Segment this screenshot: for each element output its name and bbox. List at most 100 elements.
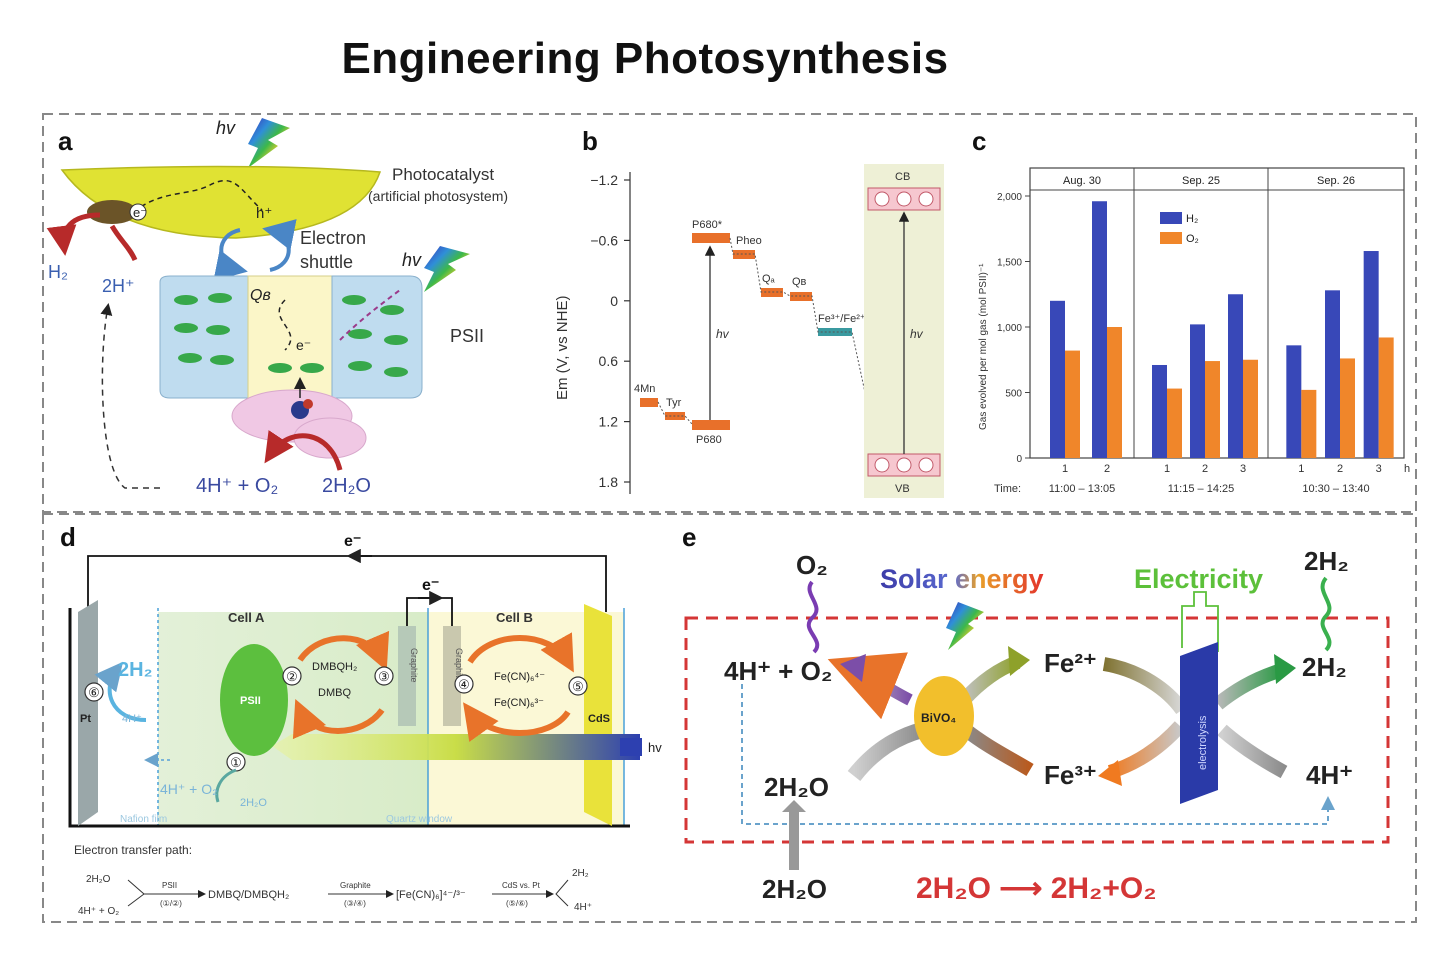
psii-center-domain (247, 275, 333, 399)
h2-label: H₂ (48, 262, 68, 282)
p680-label: P680 (696, 434, 722, 446)
path-branch-right (555, 879, 569, 907)
electron-circle (129, 203, 147, 221)
top-panels-frame (42, 113, 1417, 513)
psii-left-domain (159, 275, 251, 399)
gas-tick-label: 1,000 (997, 323, 1022, 334)
gas-axis-label: Gas evolved per mol gas (mol PSII)⁻¹ (978, 263, 989, 430)
pheo-level (733, 250, 755, 259)
pt-label: Pt (80, 713, 91, 725)
h2-d-label: 2H₂ (118, 659, 152, 681)
hour-unit: h (1404, 463, 1410, 475)
step-circle (568, 676, 588, 696)
dmbqh2-label: DMBQH₂ (312, 661, 357, 673)
graphite-label-a: Graphite (409, 648, 419, 683)
o2-bar (1378, 337, 1394, 458)
panel-a: a hv e⁻ h⁺ Photocatalyst (artificial pho… (46, 118, 508, 497)
energy-tick-label: 1.8 (599, 474, 619, 490)
hour-tick-label: 2 (1202, 463, 1208, 475)
h2-production-arrowhead (1274, 654, 1296, 684)
cell-a-label: Cell A (228, 610, 265, 625)
shuttle-arrow-right (262, 219, 297, 272)
p680-excited-label: P680* (692, 219, 723, 231)
psii-electron-label: e⁻ (296, 337, 311, 353)
h2-bar (1325, 290, 1340, 458)
hv-d-label: hv (648, 740, 662, 755)
electron-transfer-trace (729, 237, 881, 463)
hour-tick-label: 1 (1062, 463, 1068, 475)
gas-tick-label: 500 (1005, 389, 1022, 400)
water-in-label: 2H₂O (764, 772, 829, 802)
cell-container (68, 608, 630, 828)
bottom-panels-frame (42, 513, 1417, 923)
external-circuit (87, 555, 607, 612)
hv-b1: hv (716, 327, 730, 341)
panel-d: d e⁻ e⁻ Pt CdS Graphite Graphite hv Cell… (60, 522, 662, 917)
dmbq-cycle-bottom (292, 698, 385, 740)
graphite-electrode-a (398, 626, 416, 726)
h-plus-right-label: 4H⁺ (1306, 760, 1353, 790)
hour-tick-label: 1 (1164, 463, 1170, 475)
mn-label: 4Mn (634, 383, 655, 395)
circuit-electron-label: e⁻ (344, 533, 361, 550)
mn-level (640, 398, 658, 407)
h2-bar (1050, 300, 1065, 458)
path-cds: CdS vs. Pt (502, 881, 541, 890)
hv-b2: hv (910, 327, 924, 341)
photocatalyst-sub: (artificial photosystem) (368, 188, 508, 204)
p680-level (692, 420, 730, 430)
bivo4-photoanode (914, 676, 974, 756)
h2-bar (1190, 324, 1205, 458)
path-step-2: (③/④) (344, 899, 366, 908)
panel-b-letter: b (582, 126, 598, 156)
step-number: ② (286, 669, 298, 684)
facet-date-label: Aug. 30 (1063, 175, 1101, 187)
electron-path (133, 179, 263, 213)
fe-cn-4-label: Fe(CN)₆⁴⁻ (494, 671, 545, 683)
step-number: ③ (378, 669, 390, 684)
chlorophyll-dots (174, 293, 408, 377)
cds-label: CdS (588, 713, 610, 725)
water-oxidation-arrow (264, 430, 343, 471)
electrolysis-electrode (1180, 642, 1218, 804)
photocatalyst-label: Photocatalyst (392, 165, 494, 184)
path-fe: [Fe(CN)₆]⁴⁻/³⁻ (396, 889, 466, 901)
cell-b-label: Cell B (496, 610, 533, 625)
fe-label: Fe³⁺/Fe²⁺ (818, 313, 866, 325)
panel-c-letter: c (972, 126, 986, 156)
hv2-label: hv (402, 250, 422, 270)
shuttle-arrow-left (213, 228, 248, 281)
panel-e: e O₂ Solar energy Electricity 2H₂ BiVO₄ … (682, 522, 1390, 905)
fe2-label: Fe²⁺ (1044, 648, 1097, 678)
gas-tick-label: 0 (1016, 454, 1022, 465)
h2-evolution-arrow (46, 212, 101, 256)
bivo4-label: BiVO₄ (921, 711, 956, 725)
oxygen-products-label: 4H⁺ + O₂ (196, 475, 278, 497)
shuttle-label-2: shuttle (300, 252, 353, 272)
o2-release-wave (806, 580, 820, 654)
psii-label: PSII (450, 326, 484, 346)
shuttle-label-1: Electron (300, 228, 366, 248)
step-number: ① (230, 755, 242, 770)
path-step-3: (⑤/⑥) (506, 899, 528, 908)
dmbq-cycle-top (297, 630, 390, 672)
h2-bar (1363, 251, 1379, 458)
pheo-label: Pheo (736, 235, 762, 247)
photocatalyst-bowl (60, 165, 382, 239)
catalyst-particle (87, 200, 137, 224)
o2-bar (1107, 327, 1122, 458)
path-dmbq: DMBQ/DMBQH₂ (208, 889, 289, 901)
donor-side-trace (657, 401, 693, 425)
lightning-icon-2 (424, 246, 470, 292)
oxidation-arrowhead (840, 654, 866, 682)
gas-tick-label: 1,500 (997, 258, 1022, 269)
panel-d-letter: d (60, 522, 76, 552)
psii-right-domain (331, 275, 423, 399)
path-psii: PSII (162, 881, 177, 890)
o2-bar (1301, 389, 1317, 458)
legend-o2: O₂ (1186, 233, 1199, 245)
proton-return-path (100, 303, 160, 489)
band-carriers (874, 191, 934, 473)
